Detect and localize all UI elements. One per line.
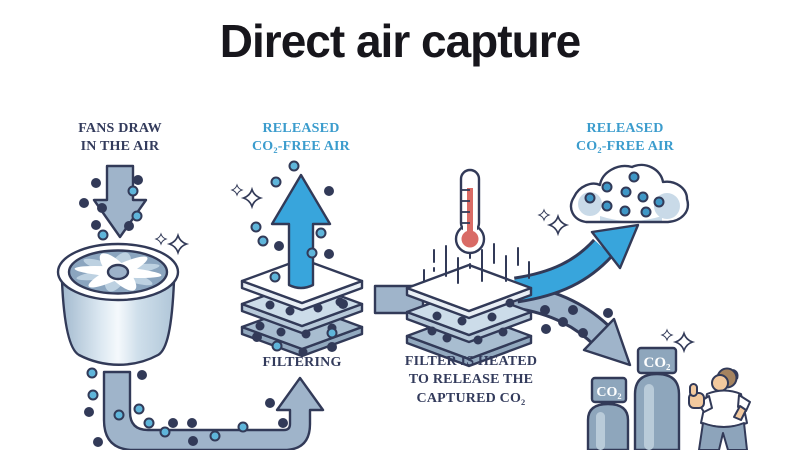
co2-tank-label: CO₂ [596, 385, 621, 400]
label-released-co2-free-air-right: RELEASED CO₂-FREE AIR [576, 121, 674, 155]
co2-cylinder-small: CO₂ [586, 376, 630, 450]
co2-tank-label: CO₂ [644, 355, 672, 371]
person-thumbs-up-icon [688, 367, 751, 450]
co2-particles-transport [540, 305, 613, 338]
released-air-arrow-icon [513, 223, 640, 304]
heated-filter-stack-icon [405, 237, 533, 368]
cloud-particles [584, 171, 665, 218]
air-pipe-icon [102, 370, 325, 450]
filter-stack-icon [240, 257, 364, 358]
cloud-icon [569, 163, 690, 224]
air-particles-pipe [84, 367, 288, 447]
sparkle-icon [538, 209, 568, 235]
air-particles-intake [79, 175, 143, 241]
page-title: Direct air capture [219, 15, 581, 67]
thermometer-icon [454, 168, 486, 255]
label-released-co2-free-air-left: RELEASED CO₂-FREE AIR [252, 121, 350, 155]
label-filter-is-heated: FILTER IS HEATED TO RELEASE THE CAPTURED… [404, 354, 538, 406]
fan-unit-icon [56, 242, 180, 366]
air-particles-filtering [250, 160, 348, 352]
label-filtering: FILTERING [262, 355, 342, 370]
captured-co2-particles [427, 298, 515, 345]
heat-lines [423, 237, 530, 284]
sparkle-icon [155, 233, 188, 254]
co2-free-air-arrow-icon [270, 173, 332, 290]
label-fans-draw-in-the-air: FANS DRAW IN THE AIR [78, 121, 162, 155]
sparkle-icon [231, 184, 262, 208]
co2-cylinder-large: CO₂ [633, 346, 681, 450]
